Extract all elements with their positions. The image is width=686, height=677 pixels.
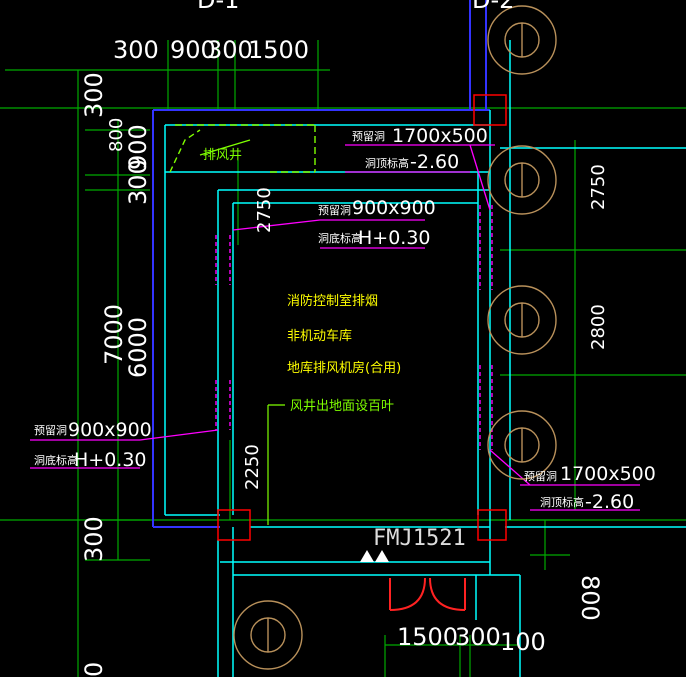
dim-bottom-left-0: 0 [80,662,108,677]
dim-left-6000: 6000 [124,317,152,378]
room-note-3: 地库排风机房(合用) [287,360,401,376]
fan-icon [487,410,557,480]
opening-annotation-2: 预留洞 900x900 洞底标高 H+0.30 [318,197,436,249]
fan-symbols [233,5,557,670]
opening-elev: H+0.30 [74,449,147,471]
louver-leader [267,404,285,525]
dim-inner-2750: 2750 [254,187,275,233]
grid-label-right: D-2 [472,0,514,14]
opening-elev: H+0.30 [358,227,431,249]
wall-openings [215,205,493,450]
fan-icon [487,145,557,215]
dim-top-1500: 1500 [248,36,309,64]
door-marker [360,550,389,562]
dim-top-300b: 300 [207,36,253,64]
opening-label: 预留洞 [318,204,351,217]
dim-left-900: 900 [124,124,152,170]
opening-annotation-1: 预留洞 1700x500 洞顶标高 -2.60 [352,125,488,173]
columns [217,94,507,541]
opening-annotation-3: 预留洞 900x900 洞底标高 H+0.30 [34,419,152,471]
louver-note: 风井出地面设百叶 [290,399,394,414]
opening-elev: -2.60 [585,491,634,513]
room-note-2: 非机动车库 [287,328,352,344]
dim-left-800: 800 [106,118,127,152]
opening-elev: -2.60 [410,151,459,173]
opening-size: 900x900 [68,419,152,441]
door-tag: FMJ1521 [373,526,466,551]
door-swing [389,577,466,611]
grid-label-left: D-1 [197,0,239,14]
opening-annotation-4: 预留洞 1700x500 洞顶标高 -2.60 [524,463,656,513]
opening-elev-label: 洞底标高 [318,231,362,245]
opening-elev-label: 洞底标高 [34,453,78,467]
opening-elev-label: 洞顶标高 [365,156,409,170]
exhaust-shaft-outline [169,124,316,173]
opening-label: 预留洞 [524,470,557,483]
opening-size: 1700x500 [392,125,488,147]
dim-top-300: 300 [113,36,159,64]
fan-icon [487,5,557,75]
dim-left-300: 300 [80,72,108,118]
leader-lines [30,144,640,511]
dim-top-900: 900 [170,36,216,64]
dim-bottom-300: 300 [455,623,501,651]
outer-wall [152,0,490,528]
dim-bottom-100: 100 [500,628,546,656]
opening-size: 900x900 [352,197,436,219]
dim-bottom-1500: 1500 [397,623,458,651]
axis-lines [0,40,686,677]
dim-right-2800: 2800 [588,304,609,350]
dim-left-300-bottom: 300 [80,516,108,562]
shaft-label: 排风井 [203,148,242,163]
fan-icon [233,600,303,670]
dim-right-2750: 2750 [588,164,609,210]
opening-size: 1700x500 [560,463,656,485]
dim-left-300b: 300 [124,159,152,205]
fan-icon [487,285,557,355]
opening-elev-label: 洞顶标高 [540,495,584,509]
opening-label: 预留洞 [352,130,385,143]
dim-left-7000: 7000 [100,304,128,365]
room-note-1: 消防控制室排烟 [287,293,378,309]
dim-inner-2250: 2250 [242,444,263,490]
opening-label: 预留洞 [34,424,67,437]
dim-right-800: 800 [576,575,604,621]
inner-walls [164,40,686,677]
